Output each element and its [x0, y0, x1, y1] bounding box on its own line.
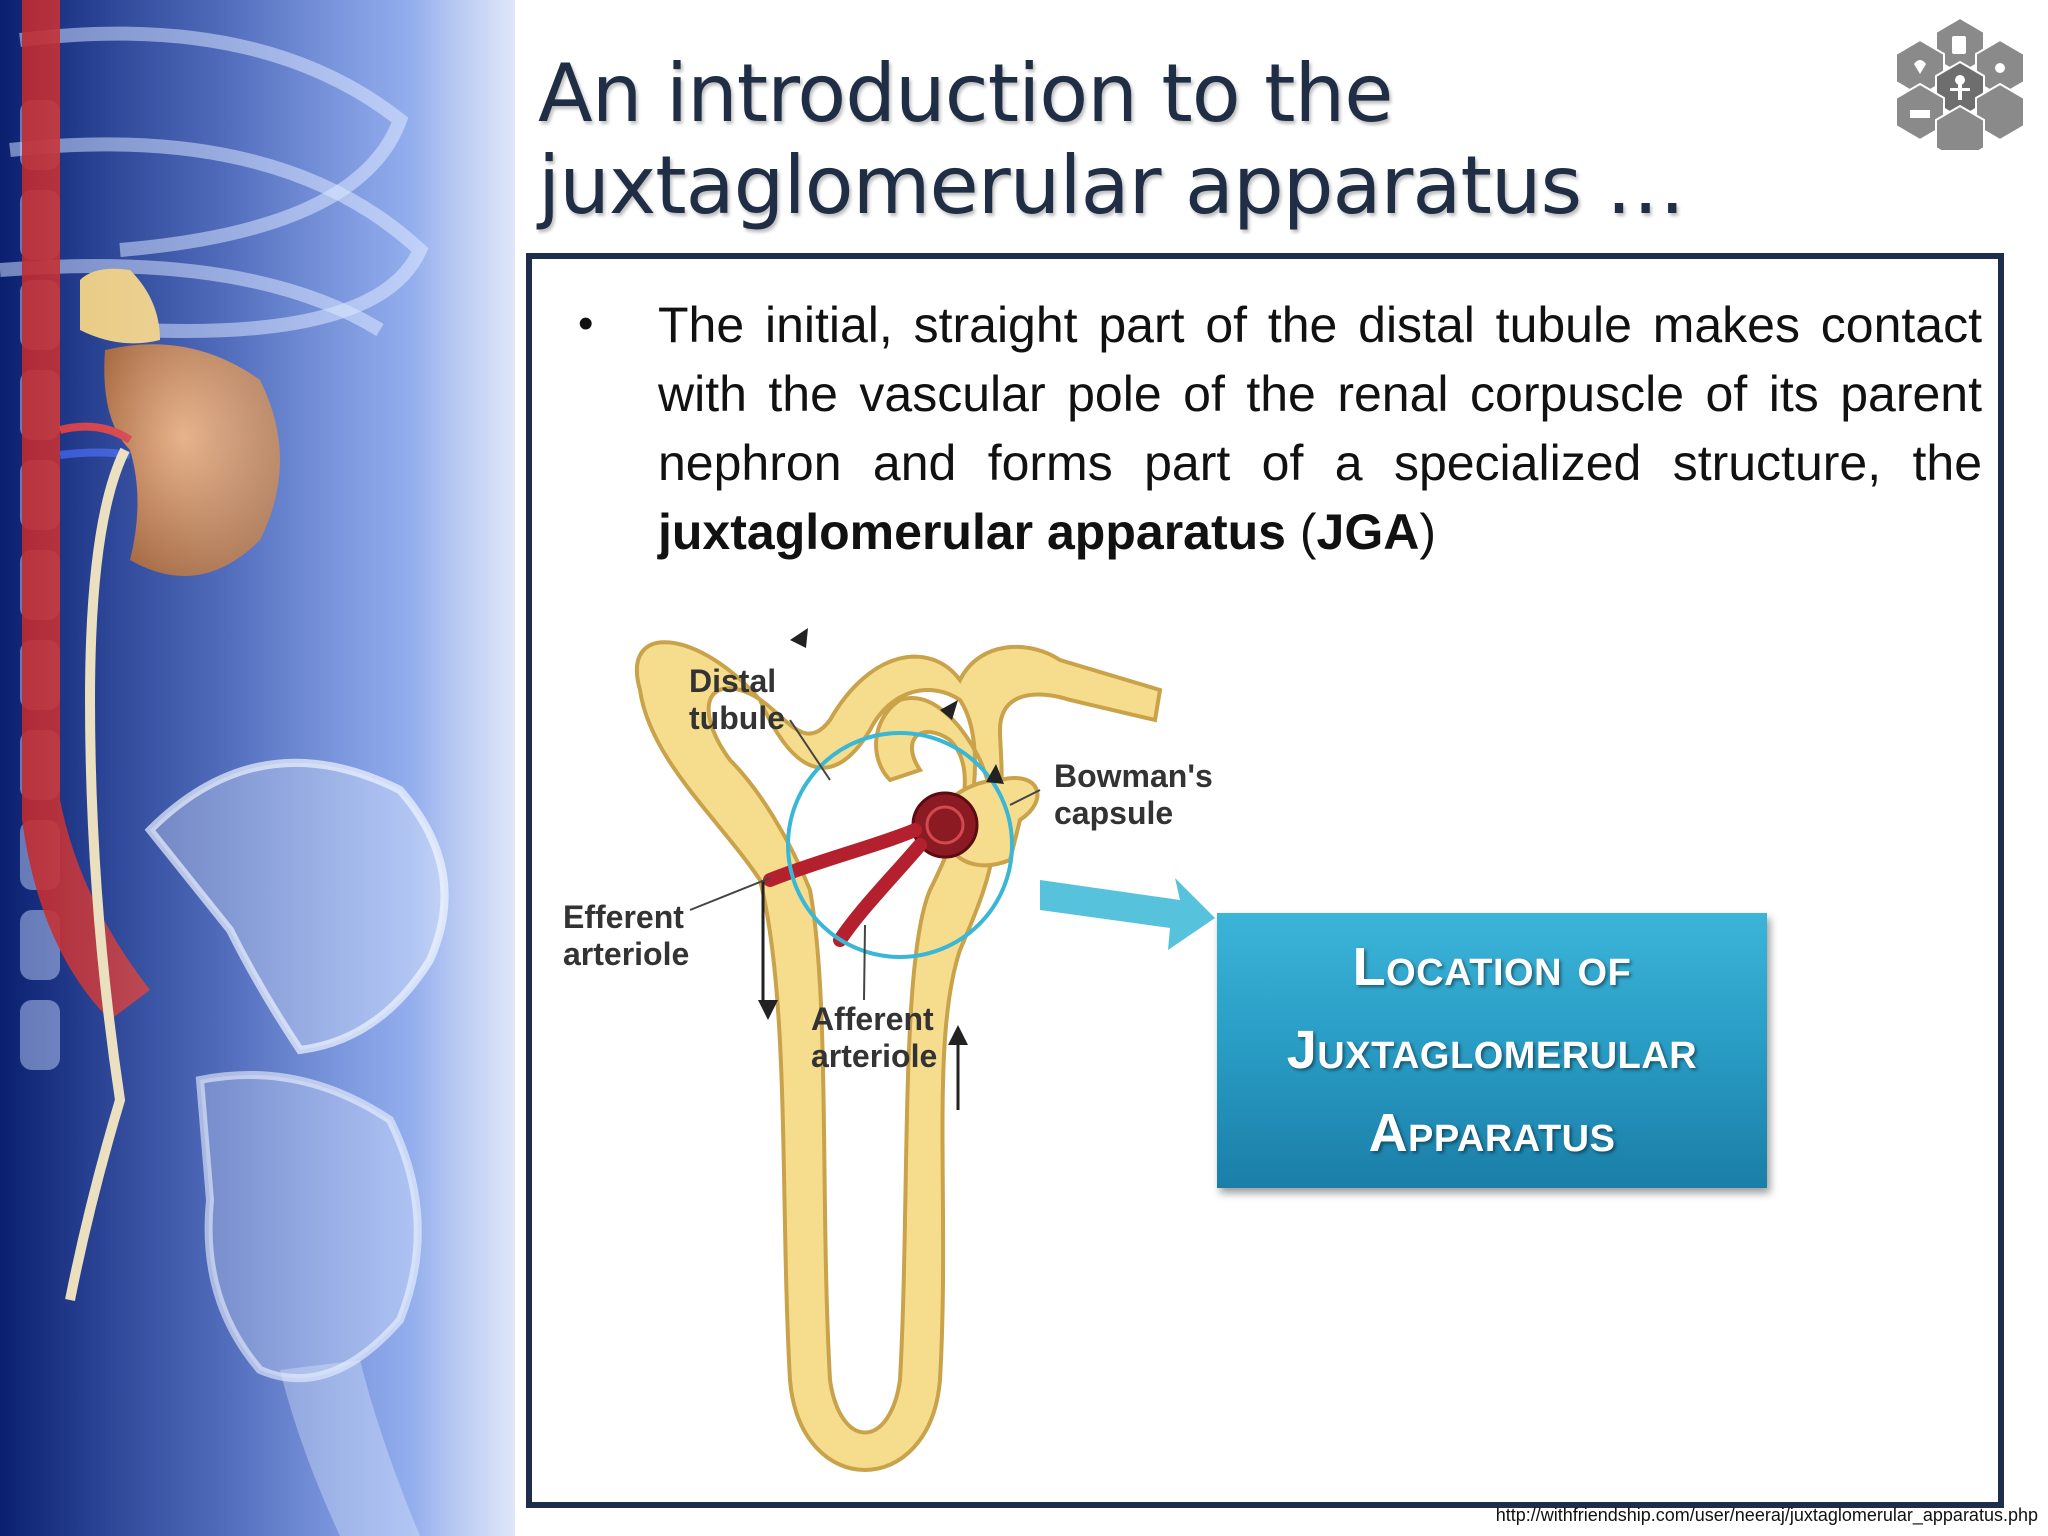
bullet-end: ) — [1419, 504, 1436, 560]
bullet-intro: The initial, straight part of the distal… — [658, 297, 1982, 491]
source-url[interactable]: http://withfriendship.com/user/neeraj/ju… — [1495, 1505, 2038, 1525]
jga-callout-box: Location of Juxtaglomerular Apparatus — [1217, 913, 1767, 1188]
callout-line-2: Juxtaglomerular — [1286, 1020, 1698, 1080]
anatomy-svg — [0, 0, 515, 1536]
medical-hexagon-logo — [1895, 18, 2025, 150]
bullet-bold-abbrev: JGA — [1316, 504, 1420, 560]
bullet-dot-icon: • — [578, 299, 594, 348]
content-box: • The initial, straight part of the dist… — [526, 253, 2004, 1508]
bullet-text: The initial, straight part of the distal… — [658, 291, 1982, 567]
anatomy-illustration — [0, 0, 515, 1536]
callout-line-1: Location of — [1352, 937, 1632, 997]
bullet-bold-term: juxtaglomerular apparatus — [658, 504, 1286, 560]
callout-line-3: Apparatus — [1368, 1103, 1616, 1163]
bullet-mid: ( — [1285, 504, 1317, 560]
page-title: An introduction to the juxtaglomerular a… — [538, 48, 1858, 232]
title-line-1: An introduction to the — [538, 47, 1393, 140]
title-line-2: juxtaglomerular apparatus … — [538, 139, 1686, 232]
